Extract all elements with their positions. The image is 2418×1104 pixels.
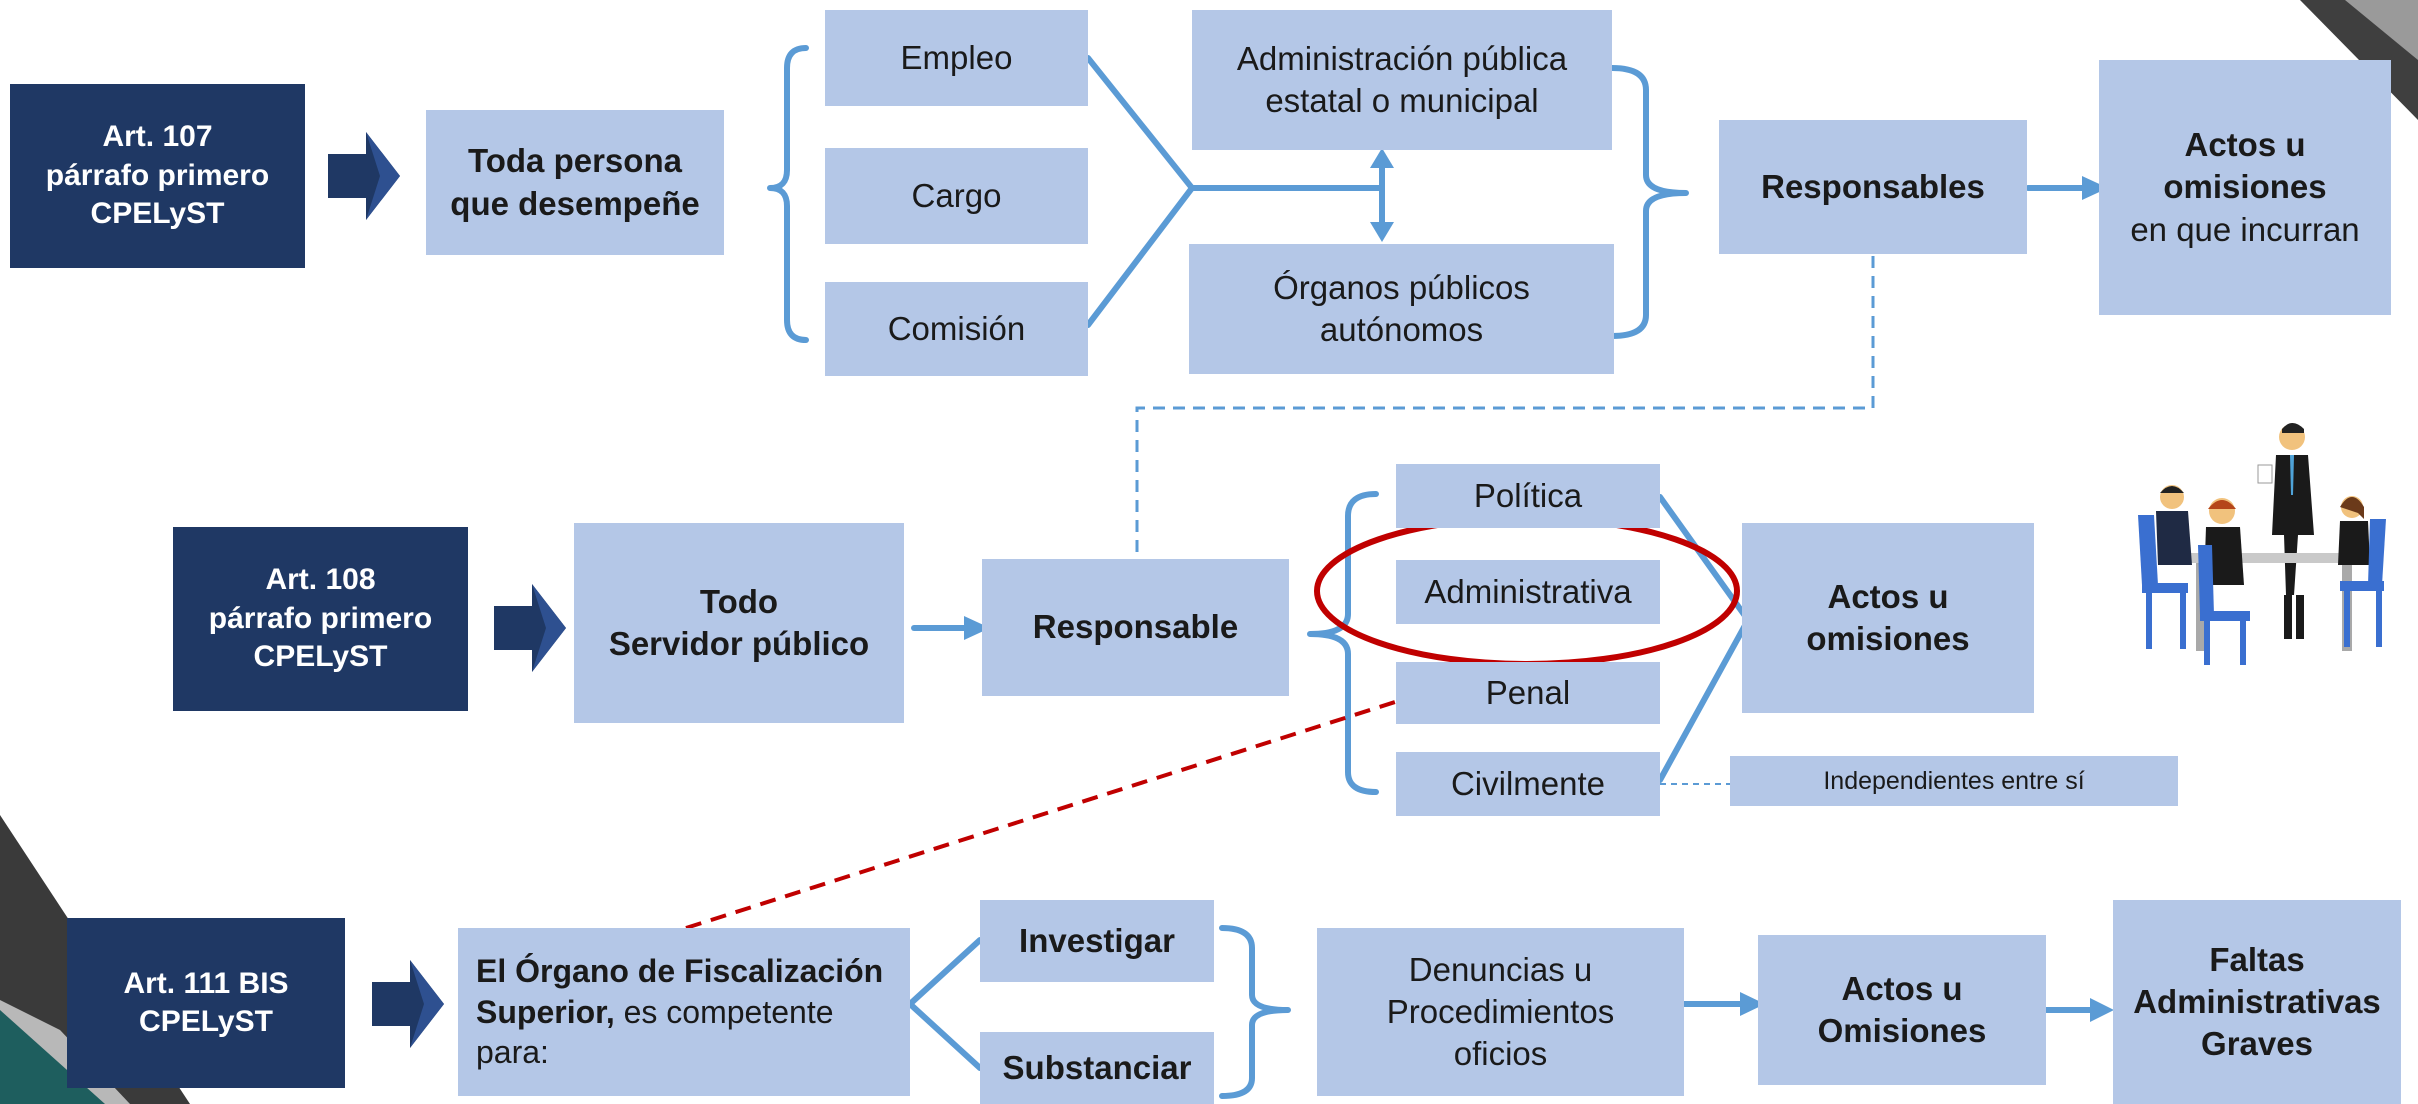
toda-persona-box: Toda persona que desempeñe: [426, 110, 724, 255]
acts-row1-line1: Actos u: [2184, 126, 2306, 164]
responsable-box: Responsable: [982, 559, 1289, 696]
organos-line1: Órganos públicos: [1273, 268, 1530, 306]
comision-box: Comisión: [825, 282, 1088, 376]
organo-bold-text: El Órgano de Fiscalización Superior,: [476, 952, 884, 1030]
administrativa-box: Administrativa: [1396, 560, 1660, 624]
faltas-line1: Faltas: [2209, 940, 2305, 978]
administracion-publica-box: Administración pública estatal o municip…: [1192, 10, 1612, 150]
acts-row3-line2: Omisiones: [1817, 1012, 1987, 1049]
toda-persona-line2: que desempeñe: [450, 184, 700, 222]
responsables-box: Responsables: [1719, 120, 2027, 254]
substanciar-label: Substanciar: [1002, 1048, 1192, 1086]
line-investigar: [907, 937, 983, 1007]
empleo-label: Empleo: [900, 38, 1013, 76]
politica-box: Política: [1396, 464, 1660, 528]
faltas-graves-box: Faltas Administrativas Graves: [2113, 900, 2401, 1104]
independientes-box: Independientes entre sí: [1730, 756, 2178, 806]
line-substanciar: [907, 1001, 983, 1071]
line-empleo: [1085, 55, 1195, 191]
acts-row1-line2: omisiones: [2163, 168, 2327, 206]
brace-actions: [1219, 925, 1291, 1099]
arrowhead-responsable: [964, 616, 990, 640]
acts-row2-line1: Actos u: [1827, 577, 1949, 615]
acts-row1-line3: en que incurran: [2130, 210, 2360, 248]
administracion-line1: Administración pública: [1236, 39, 1568, 77]
arrowhead-down: [1370, 222, 1394, 242]
penal-label: Penal: [1485, 673, 1571, 711]
administracion-line2: estatal o municipal: [1265, 82, 1539, 119]
faltas-line2: Administrativas: [2133, 982, 2381, 1020]
art-111-line1: Art. 111 BIS: [123, 966, 289, 1000]
investigar-box: Investigar: [980, 900, 1214, 982]
penal-box: Penal: [1396, 662, 1660, 724]
denuncias-line3: oficios: [1453, 1035, 1548, 1073]
servidor-publico-box: Todo Servidor público: [574, 523, 904, 723]
cargo-label: Cargo: [911, 176, 1002, 214]
actos-omisiones-row2-box: Actos u omisiones: [1742, 523, 2034, 713]
art-108-line2: párrafo primero: [208, 601, 433, 635]
actos-omisiones-row3-box: Actos u Omisiones: [1758, 935, 2046, 1085]
brace-types: [1307, 491, 1379, 795]
art-108-box: Art. 108 párrafo primero CPELySТ: [173, 527, 468, 711]
acts-row3-line1: Actos u: [1841, 969, 1963, 1007]
investigar-label: Investigar: [1019, 921, 1175, 959]
brace-roles: [767, 45, 809, 343]
organo-rest-text: es competente para:: [476, 993, 834, 1071]
organo-text: El Órgano de Fiscalización Superior, es …: [476, 951, 892, 1074]
acts-row2-line2: omisiones: [1806, 620, 1970, 657]
art-108-line3: CPELySТ: [253, 640, 388, 674]
arrowhead-up: [1370, 148, 1394, 168]
organos-line2: autónomos: [1319, 311, 1484, 348]
actos-omisiones-row1-box: Actos u omisiones en que incurran: [2099, 60, 2391, 315]
arrowhead-acts-row1: [2082, 176, 2108, 200]
toda-persona-line1: Toda persona: [468, 142, 682, 180]
responsables-label: Responsables: [1761, 167, 1985, 205]
faltas-line3: Graves: [2201, 1025, 2313, 1063]
art-107-box: Art. 107 párrafo primero CPELySТ: [10, 84, 305, 268]
art-111-bis-box: Art. 111 BIS CPELySТ: [67, 918, 345, 1088]
organo-fiscalizacion-box: El Órgano de Fiscalización Superior, es …: [458, 928, 910, 1096]
art-107-line1: Art. 107: [102, 120, 213, 154]
civilmente-box: Civilmente: [1396, 752, 1660, 816]
fat-arrow-row3: [372, 960, 444, 1048]
line-civilmente: [1657, 617, 1751, 783]
corner-shape-top-right-light: [2345, 0, 2418, 60]
art-108-line1: Art. 108: [265, 563, 376, 597]
dashed-link-responsables: [1135, 256, 1875, 556]
arrowhead-acts-row3: [1740, 992, 1765, 1016]
civilmente-label: Civilmente: [1450, 764, 1606, 802]
comision-label: Comisión: [887, 309, 1026, 347]
business-meeting-icon: [2138, 423, 2386, 665]
line-comision: [1085, 185, 1195, 328]
fat-arrow-row1: [328, 132, 400, 220]
responsable-label: Responsable: [1032, 608, 1239, 646]
organos-autonomos-box: Órganos públicos autónomos: [1189, 244, 1614, 374]
politica-label: Política: [1473, 476, 1583, 514]
independientes-label: Independientes entre sí: [1823, 767, 2085, 795]
cargo-box: Cargo: [825, 148, 1088, 244]
substanciar-box: Substanciar: [980, 1032, 1214, 1104]
brace-entities: [1609, 65, 1689, 339]
empleo-box: Empleo: [825, 10, 1088, 106]
denuncias-line2: Procedimientos: [1386, 992, 1615, 1030]
art-107-line2: párrafo primero: [45, 158, 270, 192]
servidor-line1: Todo: [699, 582, 779, 620]
denuncias-line1: Denuncias u: [1408, 950, 1593, 988]
administrativa-label: Administrativa: [1424, 572, 1632, 610]
servidor-line2: Servidor público: [608, 625, 870, 662]
arrowhead-faltas: [2090, 998, 2114, 1022]
art-107-line3: CPELySТ: [90, 197, 225, 231]
fat-arrow-row2: [494, 584, 566, 672]
denuncias-box: Denuncias u Procedimientos oficios: [1317, 928, 1684, 1096]
art-111-line2: CPELySТ: [139, 1005, 273, 1038]
red-dashed-link: [685, 664, 1509, 930]
